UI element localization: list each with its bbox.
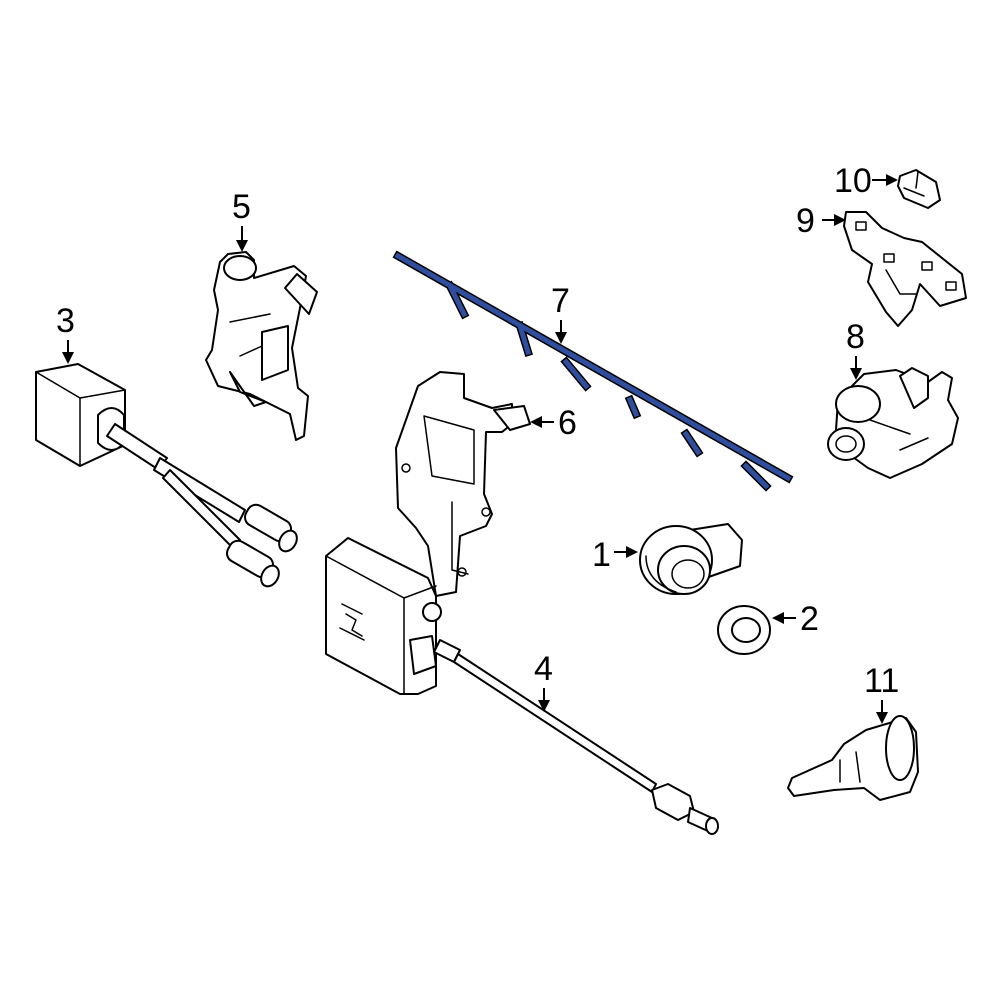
callout-2: 2 — [772, 600, 819, 638]
callout-2-label: 2 — [800, 600, 819, 638]
callout-7: 7 — [551, 282, 570, 344]
callout-11: 11 — [864, 662, 899, 724]
part-7-harness[interactable] — [392, 250, 794, 492]
callout-11-label: 11 — [864, 662, 899, 700]
part-5-bracket[interactable] — [205, 251, 318, 441]
callout-1-label: 1 — [592, 536, 611, 574]
callout-10-label: 10 — [834, 162, 872, 200]
callout-7-label: 7 — [551, 282, 570, 320]
part-4-module[interactable] — [325, 537, 719, 835]
callout-3: 3 — [56, 302, 75, 364]
callout-4-label: 4 — [534, 650, 553, 688]
callout-8: 8 — [846, 318, 865, 380]
part-10-connector[interactable] — [897, 169, 941, 209]
callout-3-label: 3 — [56, 302, 75, 340]
part-9-bracket[interactable] — [843, 211, 967, 327]
part-11-boot[interactable] — [787, 715, 919, 801]
part-8-sensor[interactable] — [827, 367, 959, 479]
part-6-bracket[interactable] — [395, 371, 531, 597]
callout-10: 10 — [834, 162, 898, 200]
part-2-ring[interactable] — [717, 605, 771, 655]
callout-9: 9 — [796, 202, 846, 240]
callout-1: 1 — [592, 536, 638, 574]
callout-8-label: 8 — [846, 318, 865, 356]
callout-6-label: 6 — [558, 404, 577, 442]
callout-5-label: 5 — [232, 188, 251, 226]
callout-6: 6 — [530, 404, 577, 442]
callout-4: 4 — [534, 650, 553, 712]
part-3-module[interactable] — [35, 363, 300, 590]
callout-5: 5 — [232, 188, 251, 252]
part-1-sensor[interactable] — [639, 523, 743, 595]
callout-9-label: 9 — [796, 202, 815, 240]
